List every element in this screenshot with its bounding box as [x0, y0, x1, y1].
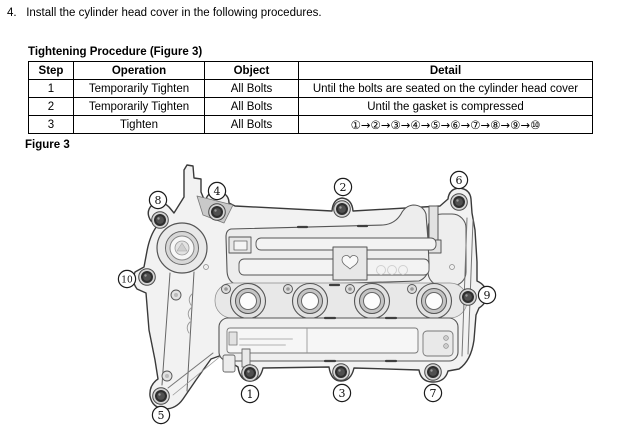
baffle-right-panel	[422, 330, 454, 357]
inter-hole-studs	[221, 284, 417, 294]
bolt-5	[152, 387, 170, 405]
callout-6: 6	[449, 170, 469, 190]
tiny-hole	[449, 264, 455, 270]
bolt-10	[138, 268, 156, 286]
bolt-2	[333, 200, 351, 218]
svg-text:10: 10	[121, 275, 133, 285]
svg-text:6: 6	[456, 174, 463, 187]
callout-10: 10	[117, 269, 137, 289]
small-stud	[170, 289, 182, 301]
baffle-inner	[226, 327, 419, 354]
callout-4: 4	[207, 181, 227, 201]
left-arm-edge	[161, 272, 171, 386]
cell-object: All Bolts	[204, 97, 299, 116]
gasket-ticks	[296, 224, 398, 363]
bolt-6	[450, 193, 468, 211]
bolt-8	[151, 211, 169, 229]
embossed-text-hint	[239, 338, 293, 346]
instruction-number: 4.	[7, 7, 17, 19]
table-title: Tightening Procedure (Figure 3)	[28, 46, 203, 58]
panel-dot	[443, 335, 449, 341]
cell-detail: Until the gasket is compressed	[298, 97, 593, 116]
baffle-left-tab	[222, 354, 236, 373]
svg-text:1: 1	[247, 388, 254, 401]
left-arm-diagonal	[167, 352, 214, 389]
svg-text:7: 7	[430, 387, 437, 400]
small-stud	[161, 370, 173, 382]
faint-hole	[387, 265, 397, 275]
bolt-3	[332, 363, 350, 381]
bolt-4	[208, 203, 226, 221]
tightening-procedure-table: Step Operation Object Detail 1 Temporari…	[28, 61, 593, 134]
center-bracket-hole	[341, 255, 359, 270]
bolt-9	[459, 288, 477, 306]
table-row-1: 1 Temporarily Tighten All Bolts Until th…	[28, 79, 593, 98]
svg-text:5: 5	[158, 409, 165, 422]
channel-clip-inner	[233, 240, 248, 251]
callout-5: 5	[151, 405, 171, 425]
instruction-line: 4. Install the cylinder head cover in th…	[7, 7, 322, 19]
table-row-3: 3 Tighten All Bolts ①→②→③→④→⑤→⑥→⑦→⑧→⑨→⑩	[28, 115, 593, 134]
table-row-2: 2 Temporarily Tighten All Bolts Until th…	[28, 97, 593, 116]
breather-pipe	[428, 205, 439, 243]
cell-object: All Bolts	[204, 115, 299, 134]
panel-dot	[443, 343, 449, 349]
spark-plug-holes	[229, 282, 453, 320]
col-header-detail: Detail	[298, 61, 593, 80]
faint-hole	[398, 265, 408, 275]
svg-text:8: 8	[155, 194, 162, 207]
callout-9: 9	[477, 285, 497, 305]
callout-8: 8	[148, 190, 168, 210]
cell-detail-tightening-order: ①→②→③→④→⑤→⑥→⑦→⑧→⑨→⑩	[298, 115, 593, 134]
cell-detail: Until the bolts are seated on the cylind…	[298, 79, 593, 98]
right-rib	[461, 217, 474, 357]
instruction-text: Install the cylinder head cover in the f…	[26, 7, 322, 19]
callout-1: 1	[240, 384, 260, 404]
figure-label: Figure 3	[25, 139, 70, 151]
left-arm-edge	[186, 271, 195, 392]
center-bracket	[332, 246, 368, 281]
svg-text:3: 3	[339, 387, 346, 400]
baffle-notch	[228, 331, 238, 346]
bottom-left-edge-line	[172, 354, 223, 396]
cell-operation: Temporarily Tighten	[73, 97, 205, 116]
svg-text:2: 2	[340, 181, 347, 194]
faint-hole	[376, 265, 386, 275]
col-header-operation: Operation	[73, 61, 205, 80]
callout-7: 7	[423, 383, 443, 403]
tiny-hole	[203, 264, 209, 270]
bolt-7	[424, 363, 442, 381]
callout-2: 2	[333, 177, 353, 197]
arm-ticks	[186, 293, 193, 334]
oil-filler-cap	[156, 222, 208, 274]
bolt-1	[241, 364, 259, 382]
svg-text:9: 9	[484, 289, 491, 302]
svg-text:4: 4	[214, 185, 221, 198]
cell-operation: Tighten	[73, 115, 205, 134]
callout-3: 3	[332, 383, 352, 403]
